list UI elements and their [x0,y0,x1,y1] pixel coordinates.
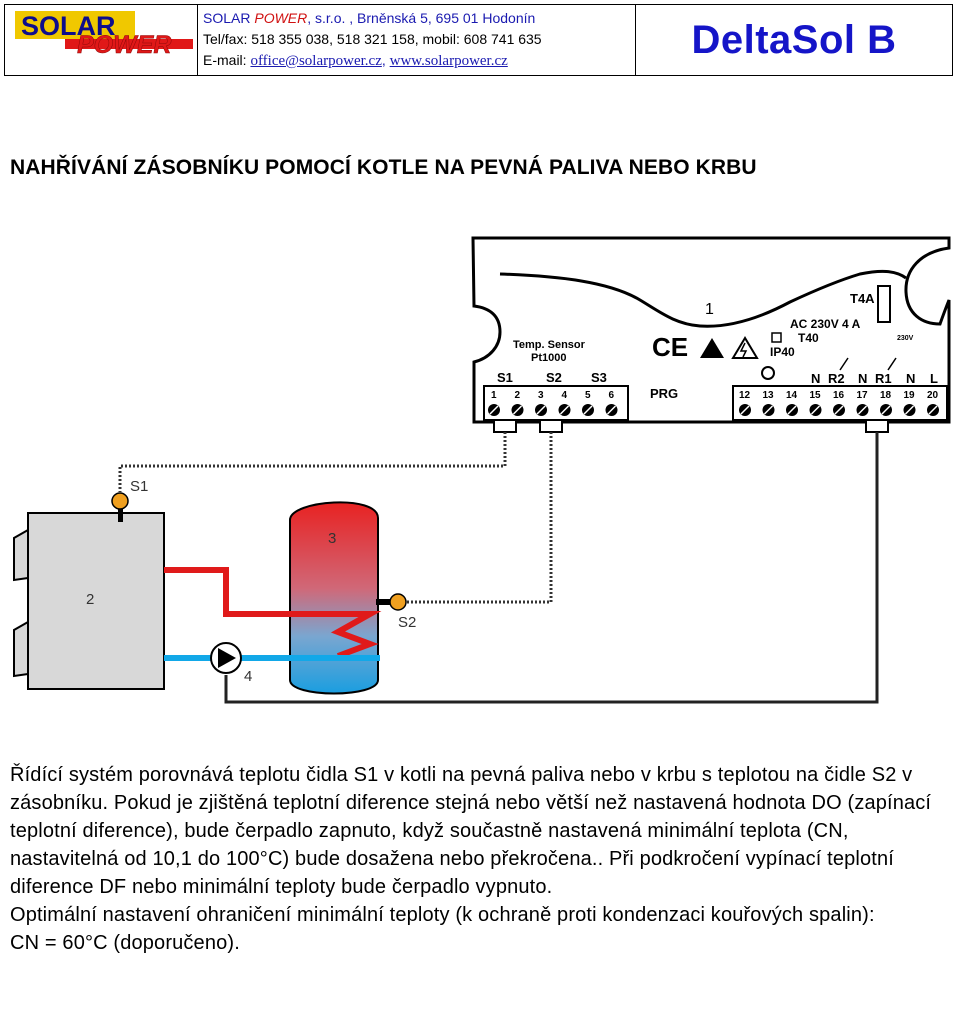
product-name-cell: DeltaSol B [636,5,952,75]
sensor-s1-wire [118,432,507,492]
letterhead: SOLAR POWER SOLAR POWER, s.r.o. , Brněns… [4,4,953,76]
group-label-s3: S3 [591,370,607,385]
wiring-diagram: 1 T4A CE AC 230V 4 A T40 IP40 230V Temp.… [13,236,951,704]
terminal-number: 19 [904,390,916,401]
terminal-number: 3 [538,390,544,401]
label-sensor-s2: S2 [398,614,416,631]
sensor-s2-wire [398,432,553,604]
terminal-number: 13 [763,390,775,401]
storage-tank [289,501,379,695]
hot-water-pipe [164,567,382,659]
recommended-value: CN = 60°C (doporučeno). [10,932,240,954]
esd-warning-icon [700,338,724,358]
relay-label: N [906,371,915,386]
contact-info: SOLAR POWER, s.r.o. , Brněnská 5, 695 01… [198,5,636,75]
ground-icon [761,366,775,380]
double-insulation-icon [771,332,782,343]
terminal-number: 2 [515,390,521,401]
group-label-s1: S1 [497,370,513,385]
website-link[interactable]: www.solarpower.cz [389,53,508,69]
relay-spec-label: 230V [897,335,914,342]
relay-label: N [858,371,867,386]
relay-label: N [811,371,820,386]
page-heading: NAHŘÍVÁNÍ ZÁSOBNÍKU POMOCÍ KOTLE NA PEVN… [10,156,757,179]
high-voltage-icon [731,336,759,359]
email-line: E-mail: office@solarpower.cz, www.solarp… [203,52,508,69]
terminal-number: 20 [927,390,939,401]
label-tank-number: 3 [328,530,336,547]
phone-line: Tel/fax: 518 355 038, 518 321 158, mobil… [203,31,542,47]
email-link[interactable]: office@solarpower.cz [250,53,382,69]
fuse-label: T4A [850,291,875,306]
label-sensor-s1: S1 [130,478,148,495]
prg-label: PRG [650,386,678,401]
terminal-number: 12 [739,390,751,401]
description-text: Řídící systém porovnává teplotu čidla S1… [10,761,955,957]
fuse-icon [877,285,891,323]
company-address-line: SOLAR POWER, s.r.o. , Brněnská 5, 695 01… [203,10,536,26]
terminal-number: 5 [585,390,591,401]
company-logo: SOLAR POWER [5,5,198,75]
relay-label: R1 [875,371,892,386]
group-label-s2: S2 [546,370,562,385]
terminal-number: 6 [609,390,615,401]
label-boiler-number: 2 [86,591,94,608]
ip40-label: IP40 [770,345,795,359]
sensor-type-label: Temp. Sensor [513,339,586,351]
relay-label: R2 [828,371,845,386]
product-title: DeltaSol B [691,17,897,62]
terminal-number: 14 [786,390,798,401]
terminal-number: 4 [562,390,568,401]
power-spec-label: AC 230V 4 A [790,317,861,331]
ce-mark-icon: CE [652,332,688,362]
label-pump-number: 4 [244,668,252,685]
logo-top-text: SOLAR [21,11,116,41]
terminal-number: 15 [810,390,822,401]
description-paragraph: Řídící systém porovnává teplotu čidla S1… [10,764,932,898]
label-controller-number: 1 [705,301,714,318]
optimal-setting-paragraph: Optimální nastavení ohraničení minimální… [10,904,875,926]
terminal-number: 17 [857,390,869,401]
sensor-s2-icon [389,593,407,611]
sensor-type-model: Pt1000 [531,352,566,364]
terminal-block-sensors [483,385,629,421]
pump-power-wire [224,432,879,704]
t40-label: T40 [798,331,819,345]
boiler [27,512,165,690]
logo-bottom-text: POWER [77,31,171,59]
relay-label: L [930,371,938,386]
terminal-number: 18 [880,390,892,401]
terminal-number: 1 [491,390,497,401]
terminal-number: 16 [833,390,845,401]
sensor-s1-icon [111,492,129,510]
